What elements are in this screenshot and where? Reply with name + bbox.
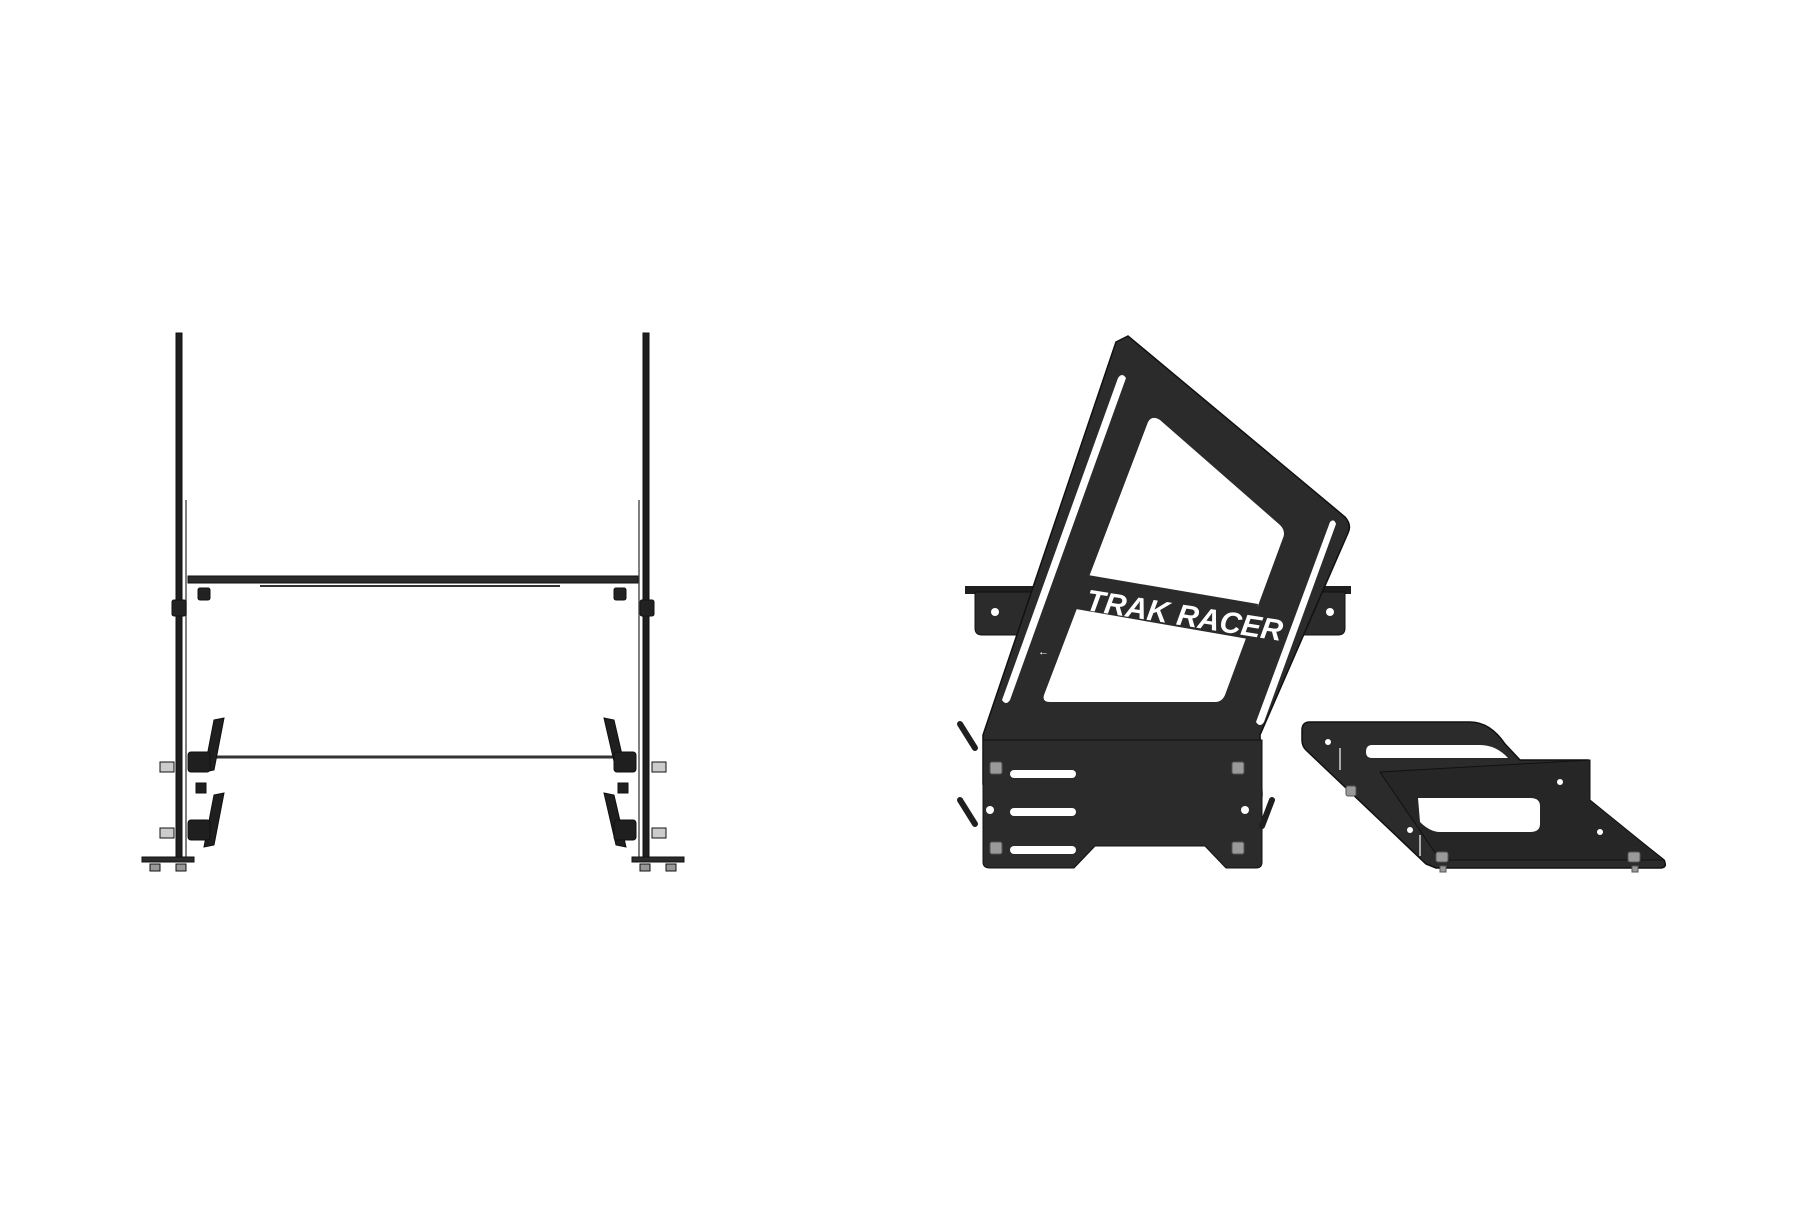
base-plate-bolts — [1345, 785, 1641, 873]
plate-bolts — [989, 761, 1245, 855]
left-upright-post — [175, 332, 183, 861]
right-upright-post — [642, 332, 650, 861]
right-bracket-assembly — [603, 717, 667, 848]
branded-mount-assembly: TRAK RACER ← — [957, 335, 1351, 869]
foot-right — [631, 856, 685, 872]
base-plate-slot-upper — [1366, 745, 1508, 758]
shelf-clamp-right — [613, 587, 655, 617]
svg-text:←: ← — [1038, 646, 1049, 658]
plate-slot-left — [1002, 375, 1126, 703]
left-bracket-assembly — [159, 717, 225, 848]
plate-clamp-arms — [957, 721, 1275, 829]
base-plate-slot-lower — [1418, 798, 1540, 832]
base-plate-assembly — [1301, 721, 1667, 873]
foot-left — [141, 856, 195, 872]
base-plate-holes — [1325, 739, 1603, 835]
plate-slot-right — [1256, 520, 1336, 725]
stand-front-view — [141, 332, 685, 872]
top-shelf-crossbar — [187, 575, 639, 584]
shelf-clamp-left — [171, 587, 211, 617]
